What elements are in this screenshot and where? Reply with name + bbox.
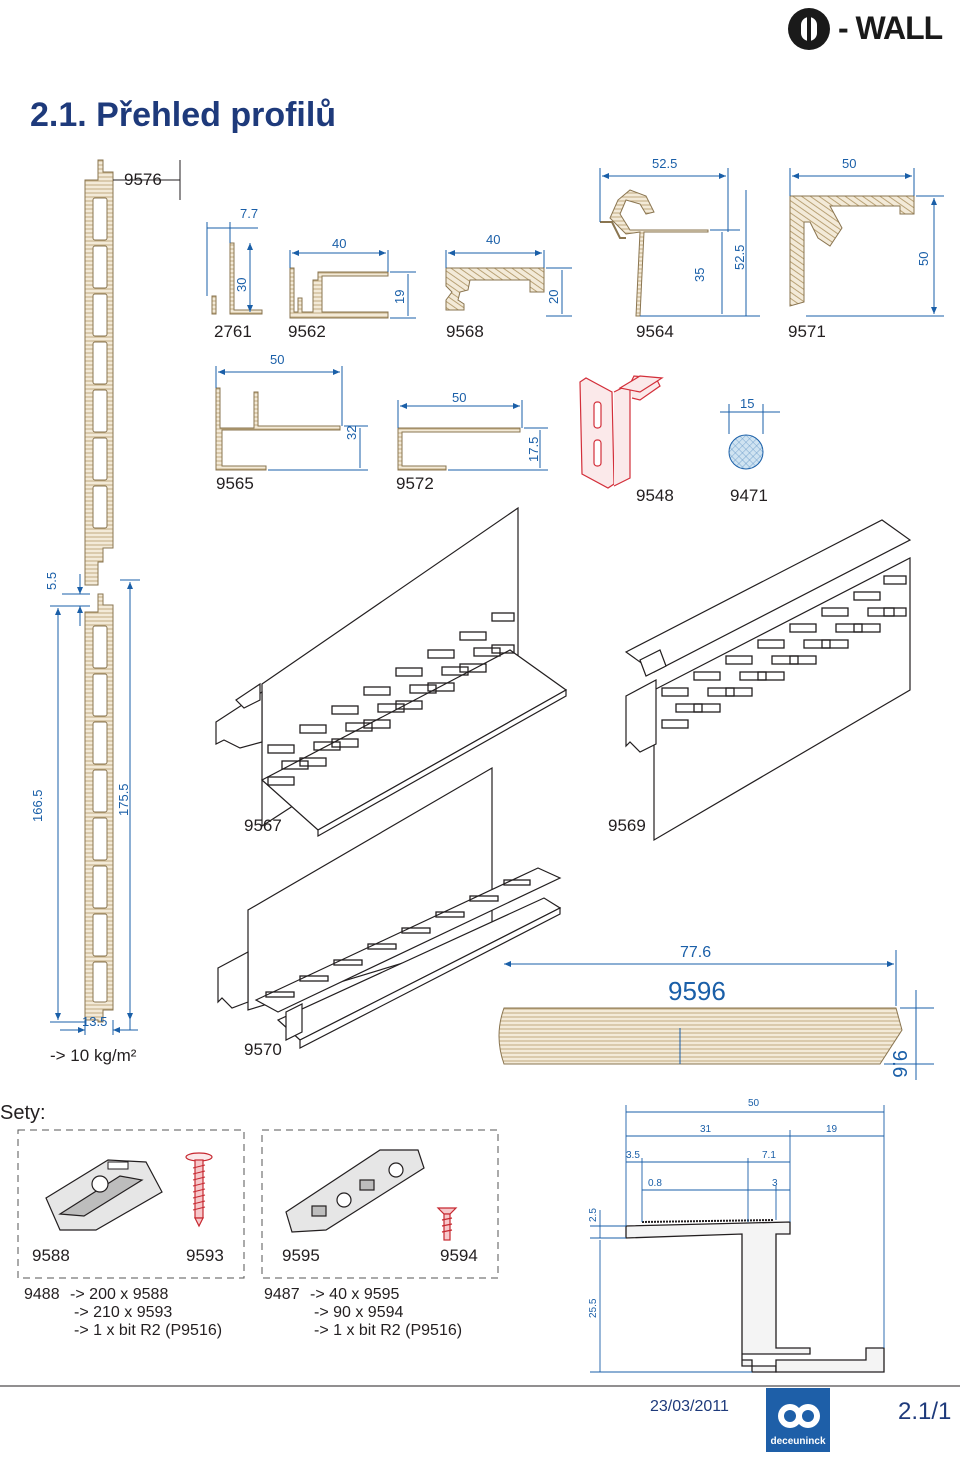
set-line-1: -> 40 x 9595 bbox=[310, 1286, 400, 1303]
set-9487: 9487 -> 40 x 9595 bbox=[264, 1286, 399, 1304]
label-9588: 9588 bbox=[32, 1246, 70, 1265]
detail-dim-19: 19 bbox=[826, 1124, 838, 1135]
footer-date: 23/03/2011 bbox=[650, 1398, 729, 1415]
clip-9548-drawing bbox=[579, 375, 664, 489]
label-9594: 9594 bbox=[440, 1246, 478, 1265]
clip-9588-drawing bbox=[45, 1159, 163, 1231]
label-9562: 9562 bbox=[288, 322, 326, 341]
detail-dim-2-5: 2.5 bbox=[588, 1208, 599, 1222]
profile-9570-drawing bbox=[217, 766, 562, 1049]
detail-dim-3-5: 3.5 bbox=[626, 1150, 640, 1161]
profile-detail-drawing bbox=[590, 1105, 885, 1373]
profile-9571-drawing bbox=[789, 168, 944, 317]
detail-dim-31: 31 bbox=[700, 1124, 712, 1135]
label-9548: 9548 bbox=[636, 486, 674, 505]
label-9471: 9471 bbox=[730, 486, 768, 505]
brand-name: - WALL bbox=[838, 10, 943, 46]
label-9572: 9572 bbox=[396, 474, 434, 493]
screw-9593-drawing bbox=[185, 1152, 213, 1228]
detail-dim-7-1: 7.1 bbox=[762, 1150, 776, 1161]
board-9596-drawing bbox=[498, 950, 934, 1080]
label-9568: 9568 bbox=[446, 322, 484, 341]
profile-9568-drawing bbox=[445, 250, 572, 317]
weight-note: -> 10 kg/m² bbox=[50, 1046, 137, 1065]
dim-13-5: 13.5 bbox=[82, 1014, 108, 1029]
detail-dim-3: 3 bbox=[772, 1178, 778, 1189]
dim-17-5: 17.5 bbox=[526, 436, 541, 462]
dim-50-a: 50 bbox=[842, 156, 857, 171]
dim-50-b: 50 bbox=[916, 251, 931, 266]
dim-77-6: 77.6 bbox=[680, 944, 712, 961]
seal-9471-drawing bbox=[720, 404, 780, 470]
dim-7-7: 7.7 bbox=[240, 206, 259, 221]
dim-19: 19 bbox=[392, 289, 407, 304]
set-line-3: -> 1 x bit R2 (P9516) bbox=[314, 1322, 463, 1339]
sets-heading: Sety: bbox=[0, 1102, 46, 1124]
wall-logo-icon bbox=[788, 8, 830, 50]
dim-52-5-a: 52.5 bbox=[652, 156, 678, 171]
label-9571: 9571 bbox=[788, 322, 826, 341]
profile-2761-drawing bbox=[206, 222, 263, 315]
profile-9576-drawing bbox=[84, 159, 181, 1023]
detail-dim-25-5: 25.5 bbox=[588, 1298, 599, 1318]
dim-20: 20 bbox=[546, 289, 561, 304]
detail-dim-0-8: 0.8 bbox=[648, 1178, 662, 1189]
dim-166-5: 166.5 bbox=[30, 789, 45, 822]
dim-50-d: 50 bbox=[452, 390, 467, 405]
dim-50-c: 50 bbox=[270, 352, 285, 367]
detail-dim-50: 50 bbox=[748, 1098, 760, 1109]
page-title: 2.1. Přehled profilů bbox=[30, 96, 337, 134]
profile-9562-drawing bbox=[289, 250, 416, 319]
label-9570: 9570 bbox=[244, 1040, 282, 1059]
dim-35: 35 bbox=[692, 267, 707, 282]
dim-5-5: 5.5 bbox=[44, 571, 59, 590]
dim-15: 15 bbox=[740, 396, 755, 411]
set-code: 9488 bbox=[24, 1286, 60, 1303]
label-9564: 9564 bbox=[636, 322, 674, 341]
dim-40-b: 40 bbox=[486, 232, 501, 247]
page-number: 2.1/1 bbox=[898, 1398, 952, 1425]
set-code: 9487 bbox=[264, 1286, 300, 1303]
profile-9569-drawing bbox=[624, 519, 912, 842]
label-9569: 9569 bbox=[608, 816, 646, 835]
clip-9595-drawing bbox=[285, 1149, 425, 1233]
label-9596: 9596 bbox=[668, 976, 726, 1006]
label-9595: 9595 bbox=[282, 1246, 320, 1265]
dim-52-5-b: 52.5 bbox=[732, 244, 747, 270]
label-9565: 9565 bbox=[216, 474, 254, 493]
screw-9594-drawing bbox=[436, 1207, 458, 1241]
dim-30: 30 bbox=[234, 277, 249, 292]
label-9593: 9593 bbox=[186, 1246, 224, 1265]
set-line-3: -> 1 x bit R2 (P9516) bbox=[74, 1322, 223, 1339]
set-line-2: -> 90 x 9594 bbox=[314, 1304, 404, 1321]
set-line-2: -> 210 x 9593 bbox=[74, 1304, 173, 1321]
label-9576: 9576 bbox=[124, 170, 162, 189]
deceuninck-logo-icon bbox=[766, 1388, 830, 1452]
profile-9567-drawing bbox=[215, 506, 568, 838]
dim-32: 32 bbox=[344, 425, 359, 440]
profile-9564-drawing bbox=[599, 168, 760, 317]
set-line-1: -> 200 x 9588 bbox=[70, 1286, 169, 1303]
dim-9-6: 9.6 bbox=[888, 1050, 910, 1078]
dim-40-a: 40 bbox=[332, 236, 347, 251]
dim-175-5: 175.5 bbox=[116, 783, 131, 816]
label-2761: 2761 bbox=[214, 322, 252, 341]
profile-9572-drawing bbox=[397, 400, 548, 471]
profile-9565-drawing bbox=[215, 366, 368, 471]
label-9567: 9567 bbox=[244, 816, 282, 835]
footer-logo-text: deceuninck bbox=[770, 1436, 826, 1447]
set-9488: 9488 -> 200 x 9588 bbox=[24, 1286, 168, 1304]
